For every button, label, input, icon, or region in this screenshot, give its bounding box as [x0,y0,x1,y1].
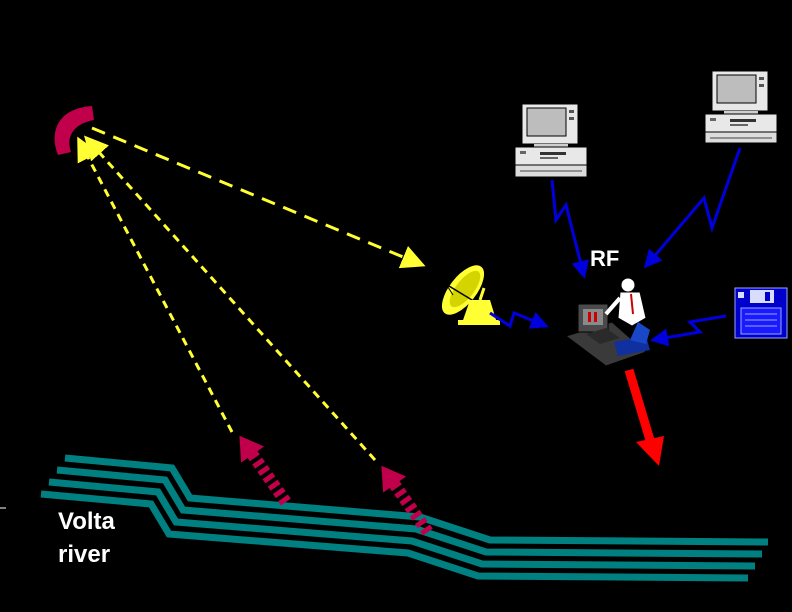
floppy-disk-icon [734,287,788,339]
link-dish-to-operator [489,310,549,329]
river-label-line2: river [58,541,111,568]
link-computer-left-to-operator [550,179,590,279]
rf-label: RF [590,246,620,271]
desktop-computer-icon [514,103,588,178]
river-label-line1: Volta [58,508,115,535]
link-floppy-to-operator [650,314,727,347]
water-sensor-arrow-icon [239,435,291,506]
radio-links [489,147,742,347]
river-channel-icon [40,454,769,582]
link-satellite-to-dish [91,126,426,269]
desktop-computer-icon [704,70,778,144]
satellite-icon [54,106,94,155]
river-label: Volta river [58,505,115,571]
output-arrow-icon [624,368,664,466]
water-sensor-arrow-icon [381,465,433,536]
link-sensor2-to-satellite [83,135,377,462]
link-sensor1-to-satellite [77,136,234,433]
operator-at-workstation-icon [564,277,650,367]
satellite-links [77,126,426,462]
link-computer-right-to-operator [644,147,742,269]
satellite-dish-icon [440,264,500,325]
